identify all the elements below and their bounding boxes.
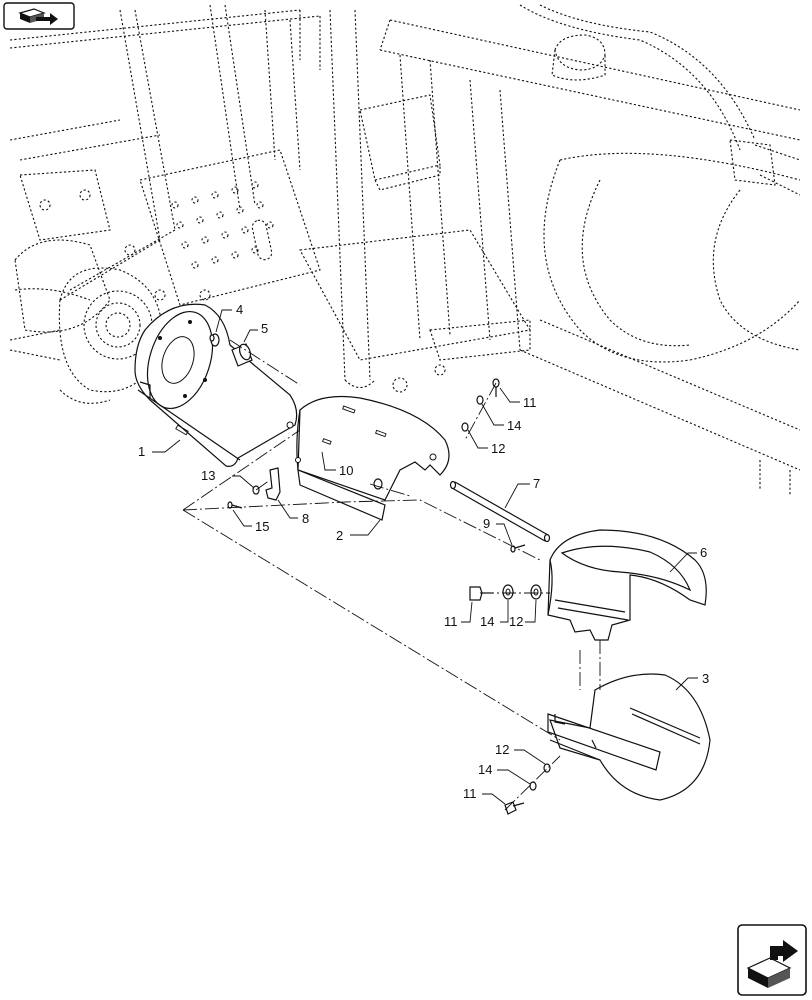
callout-12-lower: 12 bbox=[495, 742, 509, 757]
part-3-lower-cover bbox=[547, 673, 711, 801]
callout-3: 3 bbox=[702, 671, 709, 686]
part-2-upper-shroud bbox=[295, 395, 450, 521]
callout-1: 1 bbox=[138, 444, 145, 459]
callout-11-upper: 11 bbox=[523, 395, 537, 410]
callout-2: 2 bbox=[336, 528, 343, 543]
callouts: 1 2 3 4 5 6 7 8 9 10 11 11 11 bbox=[138, 302, 709, 805]
callout-4: 4 bbox=[236, 302, 243, 317]
callout-10: 10 bbox=[339, 463, 353, 478]
callout-11-lower: 11 bbox=[463, 786, 477, 801]
part-6-upper-cover bbox=[547, 529, 707, 641]
callout-5: 5 bbox=[261, 321, 268, 336]
callout-9: 9 bbox=[483, 516, 490, 531]
part-1-end-shield bbox=[134, 303, 298, 467]
callout-8: 8 bbox=[302, 511, 309, 526]
callout-14-mid: 14 bbox=[480, 614, 494, 629]
callout-13: 13 bbox=[201, 468, 215, 483]
callout-11-mid: 11 bbox=[444, 614, 458, 629]
alignment-lines bbox=[182, 339, 601, 811]
callout-14-lower: 14 bbox=[478, 762, 492, 777]
machine-frame-background bbox=[9, 4, 801, 495]
callout-15: 15 bbox=[255, 519, 269, 534]
next-page-icon[interactable] bbox=[737, 924, 807, 996]
callout-6: 6 bbox=[700, 545, 707, 560]
callout-12-upper: 12 bbox=[491, 441, 505, 456]
previous-page-icon[interactable] bbox=[3, 2, 75, 30]
part-7-rod bbox=[449, 480, 551, 543]
callout-12-mid: 12 bbox=[509, 614, 523, 629]
callout-14-upper: 14 bbox=[507, 418, 521, 433]
callout-7: 7 bbox=[533, 476, 540, 491]
